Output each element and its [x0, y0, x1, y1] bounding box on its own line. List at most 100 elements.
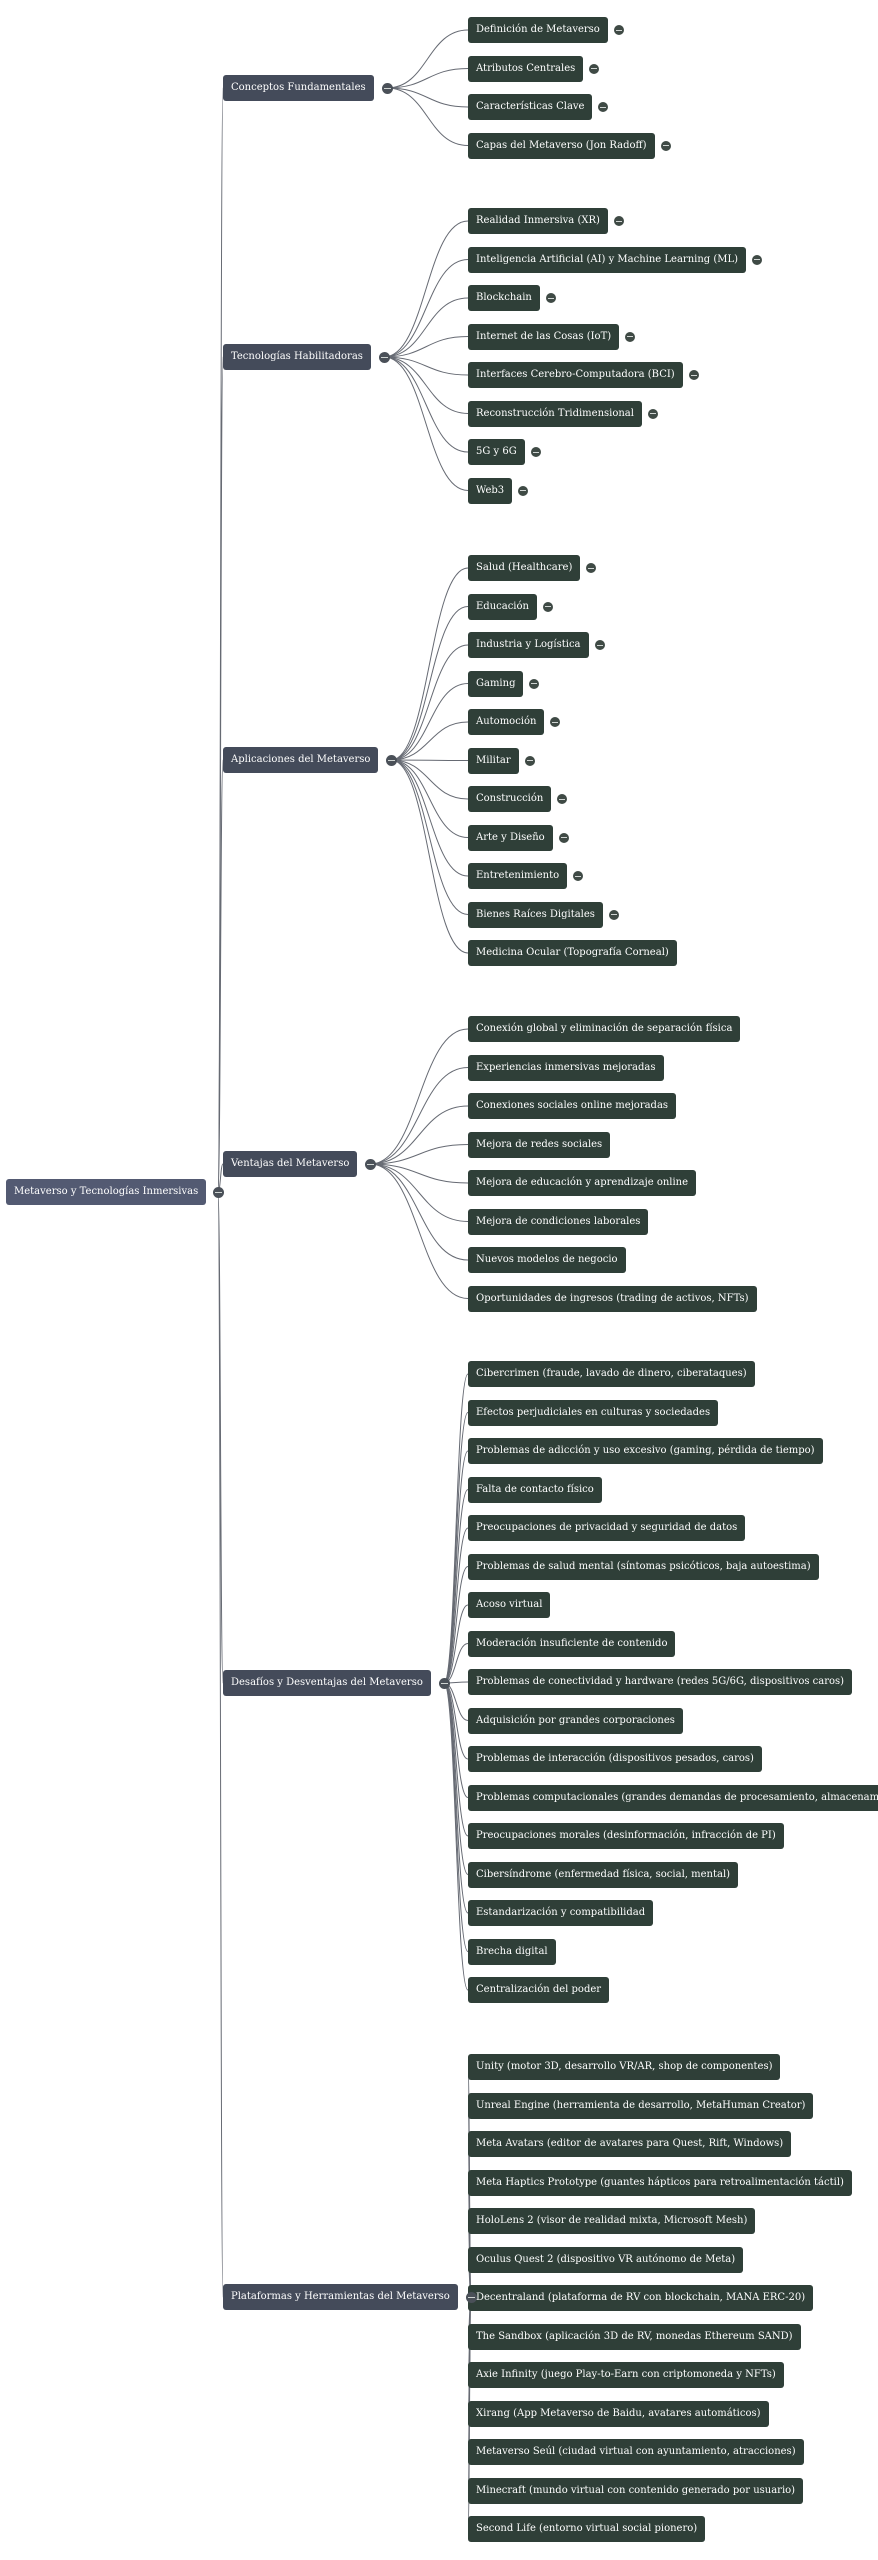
expand-toggle[interactable]: [589, 63, 599, 74]
leaf-node[interactable]: Falta de contacto físico: [468, 1476, 602, 1503]
leaf-node[interactable]: Problemas de salud mental (síntomas psic…: [468, 1553, 819, 1580]
leaf-node[interactable]: Industria y Logística: [468, 632, 589, 658]
leaf-node[interactable]: Nuevos modelos de negocio: [468, 1247, 626, 1273]
leaf-node[interactable]: Unreal Engine (herramienta de desarrollo…: [468, 2092, 814, 2119]
collapse-toggle[interactable]: [381, 82, 393, 94]
leaf-node[interactable]: Mejora de educación y aprendizaje online: [468, 1170, 697, 1196]
leaf-node[interactable]: Acoso virtual: [468, 1592, 551, 1618]
leaf-node[interactable]: Xirang (App Metaverso de Baidu, avatares…: [468, 2400, 769, 2427]
expand-toggle[interactable]: [543, 601, 553, 612]
expand-toggle[interactable]: [614, 25, 624, 35]
leaf-node[interactable]: Adquisición por grandes corporaciones: [468, 1707, 683, 1734]
leaf-node[interactable]: Metaverso Seúl (ciudad virtual con ayunt…: [468, 2439, 804, 2465]
branch-node[interactable]: Tecnologías Habilitadoras: [223, 344, 371, 370]
leaf-node[interactable]: Reconstrucción Tridimensional: [468, 400, 642, 427]
leaf-node[interactable]: Minecraft (mundo virtual con contenido g…: [468, 2477, 804, 2504]
branch-connector: [369, 1163, 469, 1184]
branch-node[interactable]: Desafíos y Desventajas del Metaverso: [223, 1670, 431, 1696]
leaf-node[interactable]: Inteligencia Artificial (AI) y Machine L…: [468, 246, 747, 273]
leaf-node[interactable]: Axie Infinity (juego Play-to-Earn con cr…: [468, 2362, 784, 2388]
leaf-node[interactable]: Construcción: [468, 786, 552, 812]
leaf-node[interactable]: Preocupaciones morales (desinformación, …: [468, 1823, 784, 1849]
leaf-node[interactable]: Problemas de adicción y uso excesivo (ga…: [468, 1438, 823, 1464]
leaf-node[interactable]: Meta Haptics Prototype (guantes hápticos…: [468, 2169, 852, 2196]
expand-toggle[interactable]: [586, 563, 596, 573]
branch-node[interactable]: Ventajas del Metaverso: [223, 1151, 358, 1177]
leaf-node[interactable]: Características Clave: [468, 94, 593, 120]
collapse-toggle[interactable]: [364, 1158, 376, 1170]
expand-toggle[interactable]: [557, 794, 567, 804]
leaf-node[interactable]: Capas del Metaverso (Jon Radoff): [468, 132, 655, 159]
expand-toggle[interactable]: [598, 102, 608, 112]
expand-toggle[interactable]: [648, 408, 658, 419]
expand-toggle[interactable]: [752, 254, 762, 265]
leaf-node[interactable]: Preocupaciones de privacidad y seguridad…: [468, 1515, 746, 1541]
leaf-node[interactable]: Moderación insuficiente de contenido: [468, 1630, 676, 1657]
leaf-node[interactable]: Web3: [468, 477, 513, 504]
expand-toggle[interactable]: [531, 447, 541, 457]
leaf-node[interactable]: Educación: [468, 593, 537, 620]
leaf-node[interactable]: Decentraland (plataforma de RV con block…: [468, 2285, 814, 2311]
collapse-toggle[interactable]: [385, 754, 397, 766]
collapse-toggle[interactable]: [438, 1677, 450, 1689]
expand-toggle[interactable]: [525, 755, 535, 766]
branch-node[interactable]: Conceptos Fundamentales: [223, 75, 374, 101]
leaf-node[interactable]: Efectos perjudiciales en culturas y soci…: [468, 1399, 719, 1426]
collapse-toggle[interactable]: [465, 2291, 477, 2303]
collapse-toggle[interactable]: [212, 1186, 224, 1198]
leaf-node[interactable]: Cibersíndrome (enfermedad física, social…: [468, 1861, 739, 1888]
leaf-node[interactable]: Bienes Raíces Digitales: [468, 901, 603, 928]
leaf-node[interactable]: Oportunidades de ingresos (trading de ac…: [468, 1285, 757, 1312]
leaf-node[interactable]: Realidad Inmersiva (XR): [468, 208, 608, 234]
expand-toggle[interactable]: [546, 293, 556, 303]
branch-connector: [383, 356, 469, 453]
leaf-node[interactable]: Gaming: [468, 670, 524, 697]
leaf-node[interactable]: Unity (motor 3D, desarrollo VR/AR, shop …: [468, 2054, 781, 2080]
leaf-node[interactable]: Second Life (entorno virtual social pion…: [468, 2516, 706, 2542]
leaf-node[interactable]: Mejora de redes sociales: [468, 1131, 611, 1158]
expand-toggle[interactable]: [661, 140, 671, 151]
leaf-node[interactable]: Interfaces Cerebro-Computadora (BCI): [468, 362, 683, 388]
expand-toggle[interactable]: [550, 717, 560, 727]
leaf-node[interactable]: Militar: [468, 747, 519, 774]
leaf-node[interactable]: Centralización del poder: [468, 1977, 610, 2003]
leaf-node[interactable]: Oculus Quest 2 (dispositivo VR autónomo …: [468, 2246, 744, 2273]
collapse-toggle[interactable]: [378, 351, 390, 363]
leaf-node[interactable]: Problemas de conectividad y hardware (re…: [468, 1669, 853, 1695]
expand-toggle[interactable]: [559, 832, 569, 843]
leaf-node[interactable]: Automoción: [468, 709, 545, 735]
leaf-node[interactable]: Brecha digital: [468, 1938, 556, 1965]
leaf-node[interactable]: Internet de las Cosas (IoT): [468, 323, 620, 350]
leaf-node[interactable]: The Sandbox (aplicación 3D de RV, moneda…: [468, 2323, 801, 2350]
expand-toggle[interactable]: [518, 485, 528, 496]
branch-node[interactable]: Plataformas y Herramientas del Metaverso: [223, 2284, 458, 2310]
leaf-node[interactable]: HoloLens 2 (visor de realidad mixta, Mic…: [468, 2208, 756, 2234]
leaf-node[interactable]: Entretenimiento: [468, 863, 568, 889]
leaf-node[interactable]: Conexiones sociales online mejoradas: [468, 1093, 677, 1119]
leaf-node[interactable]: Blockchain: [468, 285, 540, 311]
expand-toggle[interactable]: [625, 331, 635, 342]
branch-node[interactable]: Aplicaciones del Metaverso: [223, 747, 379, 773]
leaf-node[interactable]: Estandarización y compatibilidad: [468, 1900, 654, 1926]
expand-toggle[interactable]: [529, 678, 539, 689]
leaf-node[interactable]: Mejora de condiciones laborales: [468, 1208, 649, 1235]
leaf-node[interactable]: Definición de Metaverso: [468, 17, 608, 43]
expand-toggle[interactable]: [689, 370, 699, 380]
leaf-node[interactable]: Medicina Ocular (Topografía Corneal): [468, 940, 677, 966]
leaf-node[interactable]: Experiencias inmersivas mejoradas: [468, 1054, 664, 1081]
leaf-node[interactable]: Conexión global y eliminación de separac…: [468, 1016, 741, 1042]
leaf-node[interactable]: Cibercrimen (fraude, lavado de dinero, c…: [468, 1361, 755, 1387]
leaf-node[interactable]: 5G y 6G: [468, 439, 525, 465]
leaf-node[interactable]: Problemas computacionales (grandes deman…: [468, 1784, 878, 1811]
leaf-node[interactable]: Atributos Centrales: [468, 55, 584, 82]
leaf-node[interactable]: Salud (Healthcare): [468, 555, 581, 581]
expand-toggle[interactable]: [614, 216, 624, 226]
expand-toggle[interactable]: [595, 640, 605, 650]
leaf-node[interactable]: Meta Avatars (editor de avatares para Qu…: [468, 2131, 792, 2157]
expand-toggle[interactable]: [573, 871, 583, 881]
root-node[interactable]: Metaverso y Tecnologías Inmersivas: [6, 1179, 207, 1205]
leaf-node[interactable]: Arte y Diseño: [468, 824, 553, 851]
leaf-node[interactable]: Problemas de interacción (dispositivos p…: [468, 1746, 762, 1772]
expand-toggle[interactable]: [609, 909, 619, 920]
